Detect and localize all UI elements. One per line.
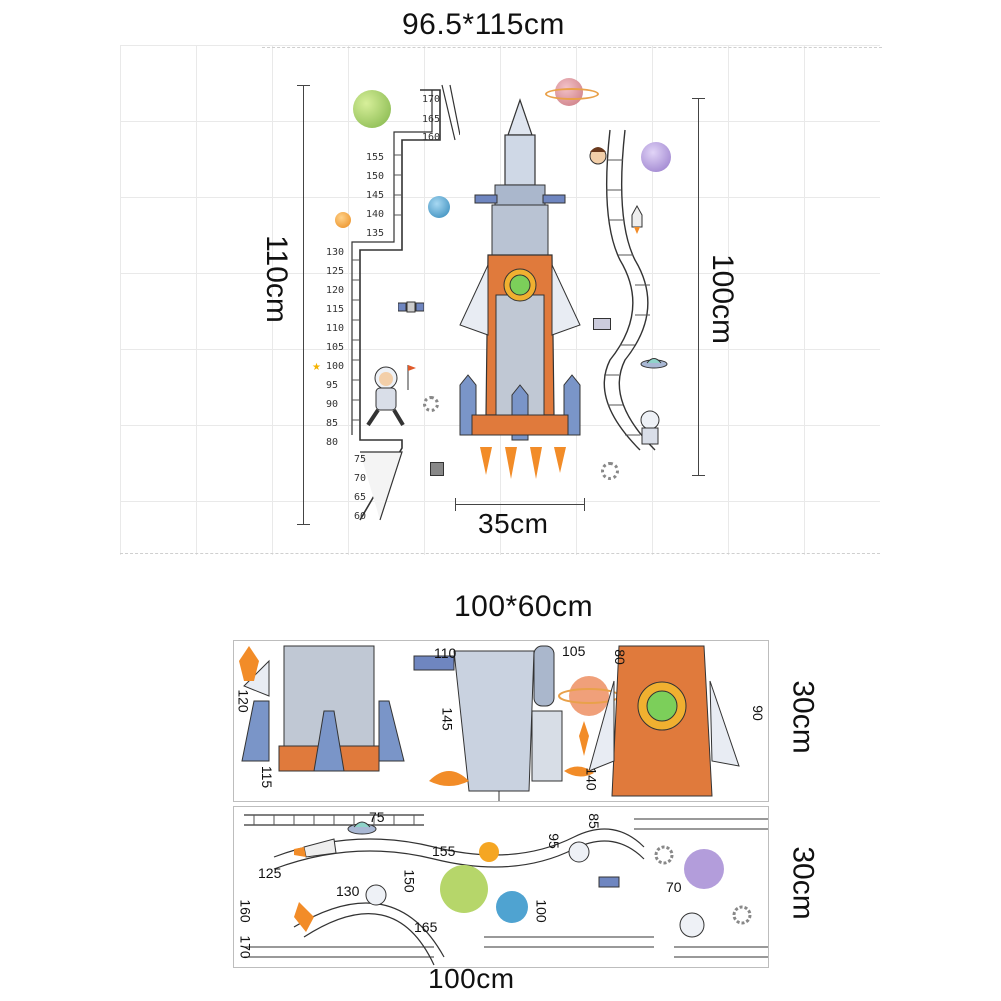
ufo-icon	[640, 354, 668, 370]
ruler-mark: 60	[354, 511, 367, 522]
panel2-number: 85	[585, 813, 602, 829]
panel1-height-label: 30cm	[786, 680, 820, 754]
bottom-size-label: 100*60cm	[454, 590, 594, 623]
rocket-illustration	[450, 95, 590, 480]
panel2-number: 75	[369, 809, 385, 825]
bottom-dimension-tick-left	[455, 498, 456, 511]
green-planet	[353, 90, 391, 128]
left-dimension-tick-bottom	[297, 524, 310, 525]
ruler-numbers: 170 165 160 155 150 145 140 135 130 125 …	[318, 92, 440, 532]
panel2-height-label: 30cm	[786, 846, 820, 920]
ruler-mark: 70	[354, 473, 367, 484]
small-robot-icon	[430, 462, 444, 476]
panel2-number: 165	[414, 919, 438, 935]
sticker-panel-2: 75 155 130 150 125 100 95 85 165 170 160…	[233, 806, 769, 968]
ruler-mark: 110	[326, 323, 345, 334]
panel2-number: 95	[545, 833, 562, 849]
ruler-mark: 75	[354, 454, 367, 465]
ruler-mark: 160	[422, 132, 441, 143]
panel2-number: 155	[432, 843, 456, 859]
panel2-number: 70	[666, 879, 682, 895]
height-ruler-illustration	[320, 80, 460, 530]
ruler-mark: 115	[326, 304, 345, 315]
panel2-number: 170	[237, 935, 254, 959]
small-rocket-icon	[628, 205, 646, 235]
ruler-mark: 145	[366, 190, 385, 201]
ruler-mark: 125	[326, 266, 345, 277]
panel2-number: 100	[533, 899, 550, 923]
panel1-number: 110	[434, 645, 457, 661]
small-panel-icon	[593, 318, 611, 330]
panel1-number: 80	[611, 649, 628, 665]
ruler-mark: 130	[326, 247, 345, 258]
ruler-mark: 90	[326, 399, 339, 410]
panel2-number: 130	[336, 883, 360, 899]
ruler-mark: 150	[366, 171, 385, 182]
ruler-mark: 155	[366, 152, 385, 163]
ruler-mark: 165	[422, 114, 441, 125]
sticker-panel-1: 120 115 110 145 105 80 140 90	[233, 640, 769, 802]
right-dimension-line	[698, 98, 699, 476]
panel2-number: 160	[237, 899, 254, 923]
planet-ring	[545, 88, 599, 100]
right-dimension-tick-bottom	[692, 475, 705, 476]
panel1-number: 90	[749, 705, 766, 721]
star-icon: ★	[312, 362, 321, 373]
panel1-number: 145	[439, 707, 456, 731]
purple-planet	[641, 142, 671, 172]
ruler-mark: 80	[326, 437, 339, 448]
ruler-mark: 170	[422, 94, 441, 105]
panel2-number: 150	[401, 869, 418, 893]
ruler-mark: 120	[326, 285, 345, 296]
orange-planet	[335, 212, 351, 228]
panel1-number: 115	[259, 765, 276, 789]
ruler-mark: 105	[326, 342, 345, 353]
bottom-dimension-tick-right	[584, 498, 585, 511]
satellite-icon	[398, 298, 424, 316]
panel1-number: 105	[562, 643, 586, 659]
left-dimension-line	[303, 85, 304, 525]
astronaut-left	[358, 360, 418, 430]
bottom-dashed-border	[120, 553, 880, 554]
top-dashed-border	[262, 47, 882, 48]
bottom-dimension-line	[455, 504, 585, 505]
panel1-number: 120	[235, 689, 252, 713]
rope-ladder-illustration	[580, 120, 690, 460]
ruler-mark: 65	[354, 492, 367, 503]
blue-planet	[428, 196, 450, 218]
bottom-width-label: 100cm	[428, 963, 515, 994]
right-dimension-tick-top	[692, 98, 705, 99]
top-size-label: 96.5*115cm	[402, 8, 565, 41]
gear-icon-2	[601, 462, 619, 480]
left-dimension-tick-top	[297, 85, 310, 86]
right-height-label: 100cm	[706, 253, 740, 345]
panel1-number: 140	[583, 767, 600, 791]
left-height-label: 110cm	[259, 235, 293, 323]
panel2-number: 125	[258, 865, 282, 881]
ruler-mark: 85	[326, 418, 339, 429]
ruler-mark: 135	[366, 228, 385, 239]
ruler-mark: 95	[326, 380, 339, 391]
ruler-mark: 140	[366, 209, 385, 220]
width-label: 35cm	[478, 508, 549, 539]
ruler-mark: 100	[326, 361, 345, 372]
gear-icon	[423, 396, 439, 412]
